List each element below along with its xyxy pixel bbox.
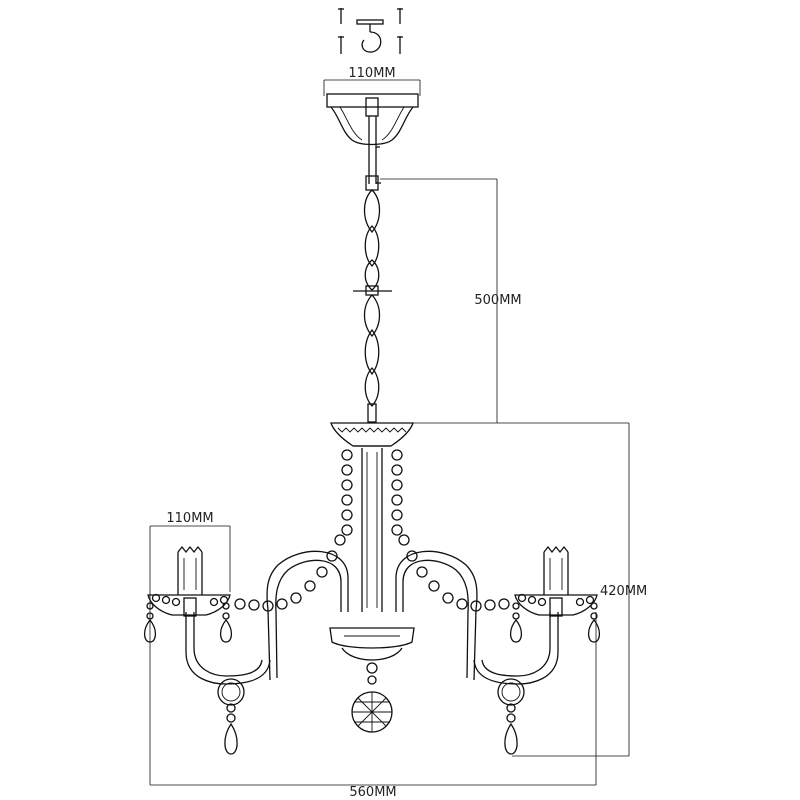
crystal-bead	[161, 595, 171, 605]
crystal-bead	[290, 592, 302, 604]
canopy-width-dimension: 110MM	[323, 66, 421, 96]
crystal-bead	[341, 464, 353, 476]
mounting-hardware	[338, 8, 403, 54]
crystal-bead	[222, 612, 230, 620]
right-arm	[395, 550, 559, 706]
central-column	[361, 448, 383, 612]
screw-icon	[397, 8, 403, 24]
chain-length-dimension: 500MM	[380, 178, 522, 423]
total-width-dimension: 560MM	[150, 612, 597, 800]
crystal-bead	[209, 597, 219, 607]
screw-icon	[338, 36, 344, 54]
crystal-bead	[341, 479, 353, 491]
crystal-bead	[391, 524, 403, 536]
crystal-bead	[585, 595, 595, 605]
suspension-rod	[365, 116, 381, 191]
crystal-bead	[316, 566, 328, 578]
suspension-chain	[353, 189, 392, 423]
cup-width-label: 110MM	[166, 511, 213, 526]
teardrop-crystal	[219, 618, 233, 643]
teardrop-crystal	[224, 722, 238, 755]
crystal-bead	[391, 509, 403, 521]
teardrop-crystal	[504, 722, 518, 755]
ceiling-hook-icon	[356, 19, 384, 53]
crystal-bead	[171, 597, 181, 607]
chain-length-label: 500MM	[474, 293, 521, 308]
crystal-bead	[391, 494, 403, 506]
crystal-bead	[512, 602, 520, 610]
crystal-bead	[341, 509, 353, 521]
crystal-bead	[537, 597, 547, 607]
crystal-bead	[527, 595, 537, 605]
teardrop-crystal	[509, 618, 523, 643]
left-arm	[185, 550, 349, 706]
crystal-bead	[341, 524, 353, 536]
crystal-bead	[406, 550, 418, 562]
crystal-bead	[226, 713, 236, 723]
crystal-bead	[391, 449, 403, 461]
teardrop-crystal	[587, 618, 601, 643]
crystal-bead	[276, 598, 288, 610]
crystal-bead	[226, 703, 236, 713]
crystal-bead	[304, 580, 316, 592]
bottom-bowl	[329, 627, 415, 685]
crystal-bead	[234, 598, 246, 610]
crystal-bead	[512, 612, 520, 620]
cup-width-dimension: 110MM	[149, 511, 231, 785]
total-width-label: 560MM	[349, 785, 396, 800]
ceiling-canopy	[326, 93, 419, 146]
crystal-bead	[506, 713, 516, 723]
total-height-label: 420MM	[600, 584, 647, 599]
crystal-bead	[248, 599, 260, 611]
crystal-ball-pendant	[351, 691, 393, 733]
screw-icon	[338, 8, 344, 24]
crystal-bead	[341, 494, 353, 506]
crystal-bead	[416, 566, 428, 578]
crystal-bead	[428, 580, 440, 592]
crystal-bead	[391, 464, 403, 476]
crystal-bead	[498, 598, 510, 610]
crystal-bead	[484, 599, 496, 611]
total-height-dimension: 420MM	[395, 422, 647, 757]
top-bowl	[330, 422, 414, 447]
crystal-bead	[456, 598, 468, 610]
crystal-bead	[391, 479, 403, 491]
screw-icon	[397, 36, 403, 54]
left-candle-cup	[147, 545, 231, 617]
canopy-width-label: 110MM	[348, 66, 395, 81]
crystal-bead	[334, 534, 346, 546]
right-candle-cup	[514, 545, 598, 617]
crystal-bead	[442, 592, 454, 604]
crystal-bead	[398, 534, 410, 546]
crystal-bead	[506, 703, 516, 713]
crystal-bead	[326, 550, 338, 562]
crystal-bead	[341, 449, 353, 461]
crystal-bead	[575, 597, 585, 607]
